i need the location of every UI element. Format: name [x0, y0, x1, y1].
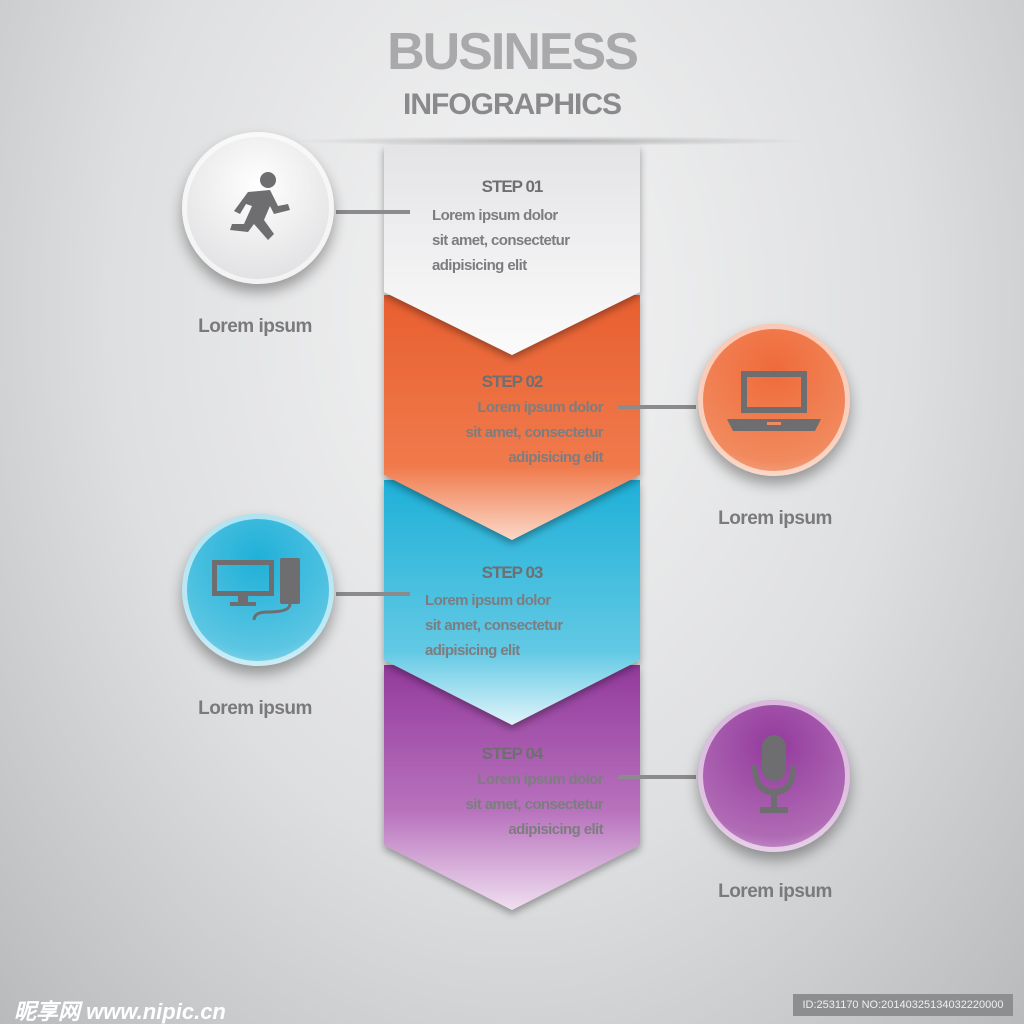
step-1-title: STEP 01 — [481, 177, 544, 196]
step-4-line: adipisicing elit — [508, 821, 603, 838]
step-1-line: Lorem ipsum dolor — [432, 207, 558, 224]
step-1-circle — [182, 132, 334, 284]
step-3-circle — [182, 514, 334, 666]
step-2-circle — [698, 324, 850, 476]
step-2-line: sit amet, consectetur — [465, 424, 604, 441]
step-3-line: Lorem ipsum dolor — [425, 592, 551, 609]
watermark-id: ID:2531170 NO:20140325134032220000 — [793, 994, 1013, 1016]
step-3-segment — [384, 480, 640, 725]
step-2-title: STEP 02 — [481, 372, 544, 391]
shelf-shadow — [290, 136, 810, 146]
step-2-connector — [618, 405, 696, 409]
step-1-body: Lorem ipsum dolor sit amet, consectetur … — [432, 203, 570, 278]
step-2-line: adipisicing elit — [508, 449, 603, 466]
step-4-connector — [618, 775, 696, 779]
step-4-circle — [698, 700, 850, 852]
step-3-line: adipisicing elit — [425, 642, 520, 659]
step-4-line: sit amet, consectetur — [465, 796, 604, 813]
step-1-line: sit amet, consectetur — [432, 232, 570, 249]
step-3-line: sit amet, consectetur — [425, 617, 563, 634]
step-4-line: Lorem ipsum dolor — [477, 771, 603, 788]
desktop-computer-icon — [212, 558, 300, 621]
watermark-site: 昵享网 www.nipic.cn — [14, 999, 226, 1024]
subtitle: INFOGRAPHICS — [402, 88, 622, 121]
laptop-icon — [727, 371, 821, 431]
step-2-caption: Lorem ipsum — [718, 508, 832, 529]
title: BUSINESS — [387, 23, 639, 81]
step-4-caption: Lorem ipsum — [718, 881, 832, 902]
step-1-connector — [336, 210, 410, 214]
step-4-segment — [384, 665, 640, 910]
running-man-icon — [230, 172, 290, 240]
step-3-connector — [336, 592, 410, 596]
step-3-caption: Lorem ipsum — [198, 698, 312, 719]
microphone-icon — [752, 735, 796, 813]
step-2-segment — [384, 295, 640, 540]
step-3-body: Lorem ipsum dolor sit amet, consectetur … — [425, 588, 563, 663]
step-2-body: Lorem ipsum dolor sit amet, consectetur … — [384, 395, 604, 470]
step-4-title: STEP 04 — [481, 744, 544, 763]
step-1-segment — [384, 145, 640, 355]
step-4-body: Lorem ipsum dolor sit amet, consectetur … — [384, 767, 604, 842]
step-3-title: STEP 03 — [481, 563, 544, 582]
step-2-line: Lorem ipsum dolor — [477, 399, 603, 416]
step-1-caption: Lorem ipsum — [198, 316, 312, 337]
step-1-line: adipisicing elit — [432, 257, 527, 274]
